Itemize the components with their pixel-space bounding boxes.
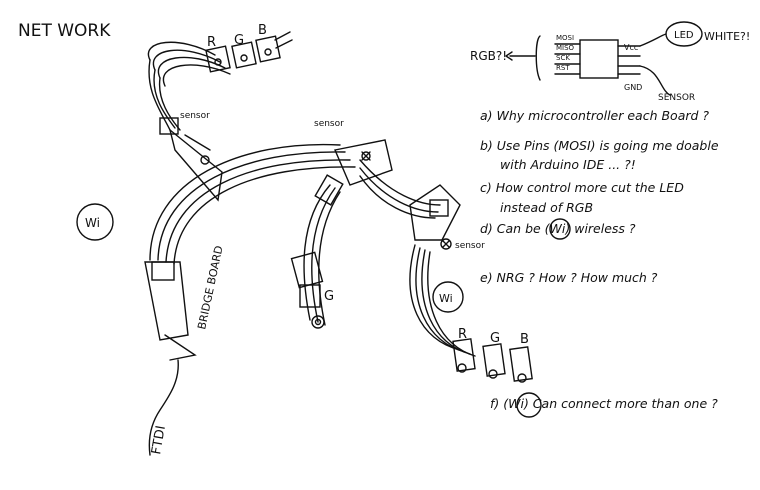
label-b-bottom: B [520, 332, 529, 347]
note-e: e) NRG ? How ? How much ? [480, 270, 658, 285]
label-g-top: G [234, 33, 244, 48]
note-f-wi-circle [516, 392, 542, 418]
label-sensor-right: sensor [455, 241, 485, 251]
wi-right-circle [432, 281, 464, 313]
chip-white-label: WHITE?! [704, 30, 750, 43]
chip-pin-sck: SCK [556, 54, 570, 62]
note-f: f) (Wi) Can connect more than one ? [490, 396, 718, 411]
note-d-wi-circle [549, 218, 571, 240]
label-b-top: B [258, 23, 267, 38]
chip-pin-miso: MISO [556, 44, 575, 52]
wi-left-circle [76, 203, 114, 241]
chip-sensor-label: SENSOR [658, 93, 695, 103]
sensor-node-mid [334, 139, 393, 186]
sensor-node-top [159, 117, 223, 202]
right-cable [409, 244, 476, 357]
top-cable [147, 41, 231, 131]
chip-diagram [505, 21, 703, 96]
chip-rgb-label: RGB?! [470, 49, 507, 63]
bridge-board-shape [144, 261, 197, 361]
chip-led-label: LED [674, 30, 694, 41]
chip-pin-gnd: GND [624, 83, 642, 92]
left-branch-cable [290, 174, 344, 329]
label-wi-left: Wi [85, 216, 100, 230]
label-r-bottom: R [458, 327, 467, 342]
label-bridge-board: BRIDGE BOARD [195, 244, 225, 330]
chip-pin-rst: RST [556, 64, 570, 72]
top-rgb-block [205, 31, 293, 73]
note-b-cont: with Arduino IDE ... ?! [500, 157, 636, 172]
chip-pin-mosi: MOSI [556, 34, 574, 42]
sketch-title: NET WORK [18, 21, 111, 41]
note-d: d) Can be (Wi) wireless ? [480, 221, 636, 236]
label-sensor-top: sensor [180, 111, 210, 121]
note-b: b) Use Pins (MOSI) is going me doable [480, 138, 719, 153]
chip-pin-vcc: Vcc [624, 43, 638, 52]
note-a: a) Why microcontroller each Board ? [480, 108, 710, 123]
label-sensor-mid: sensor [314, 119, 344, 129]
label-ftdi: FTDI [149, 424, 169, 455]
note-c-cont: instead of RGB [500, 200, 594, 215]
label-wi-right: Wi [439, 292, 453, 305]
label-r-top: R [207, 35, 216, 50]
bottom-rgb-block [452, 338, 533, 383]
label-g-bottom: G [490, 331, 500, 346]
main-cable [149, 143, 441, 265]
ftdi-cable [148, 359, 179, 456]
sensor-node-right [409, 184, 461, 250]
note-c: c) How control more cut the LED [480, 180, 684, 195]
label-g-mid: G [324, 289, 334, 304]
